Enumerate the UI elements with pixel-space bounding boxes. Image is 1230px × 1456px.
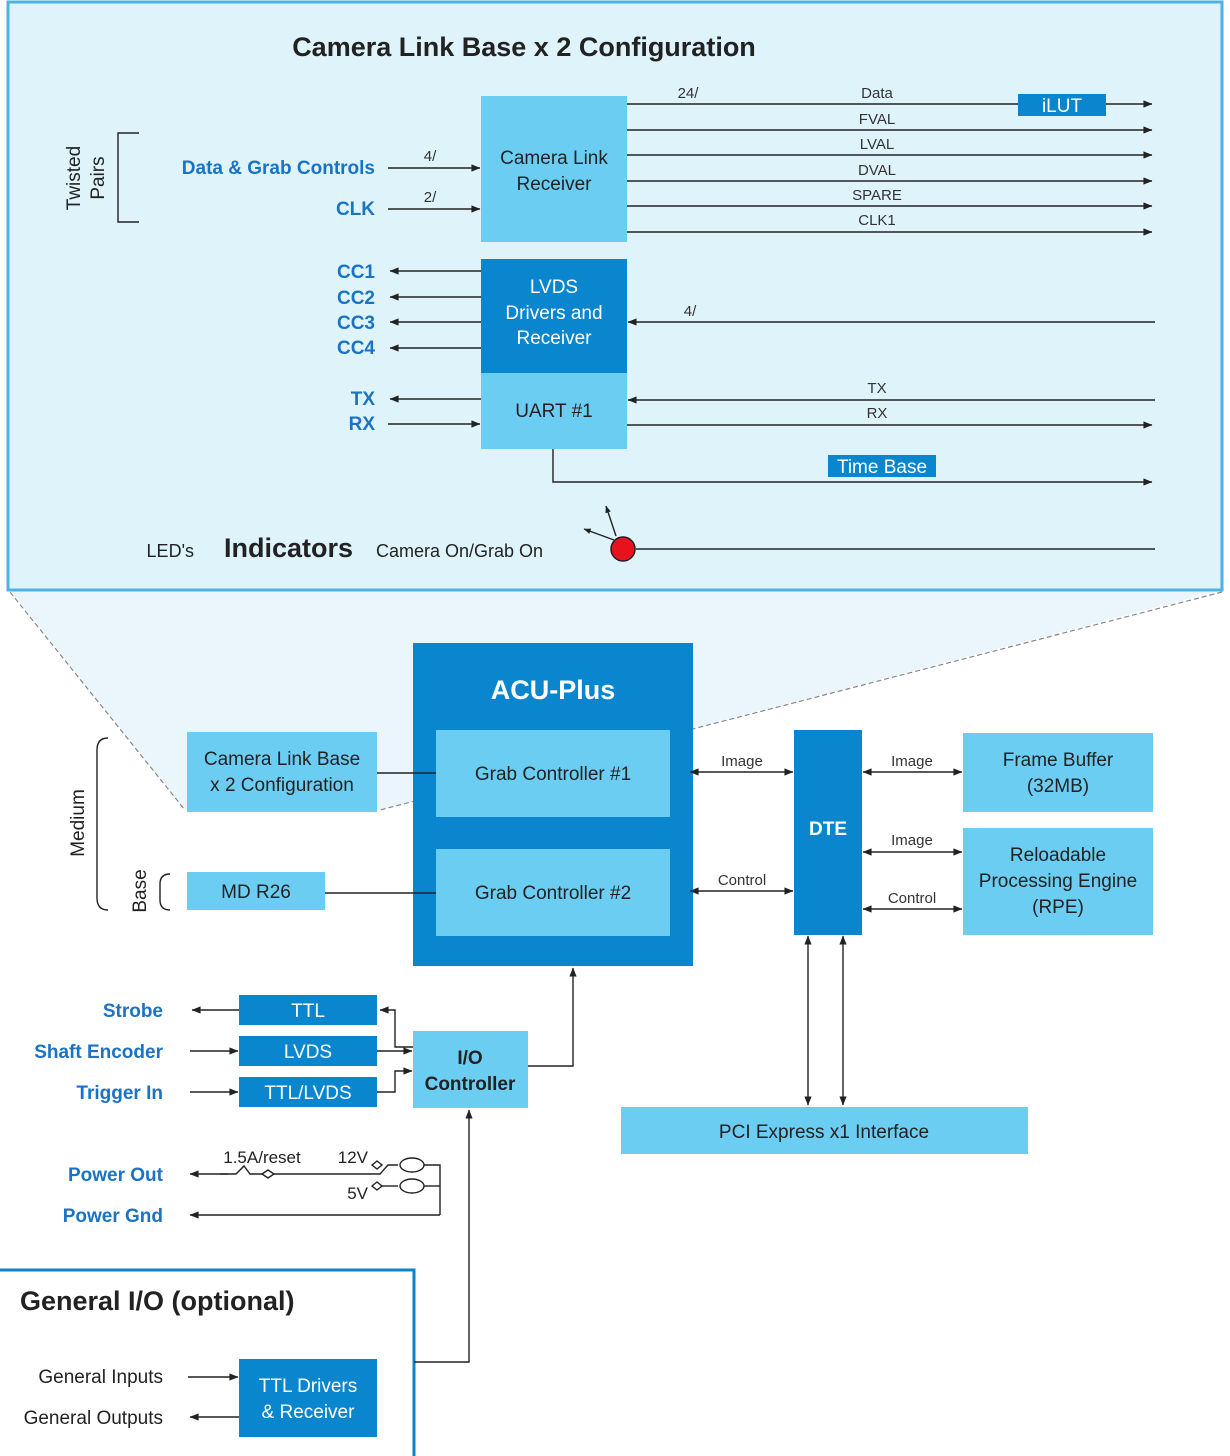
lvds-label: LVDS (284, 1042, 332, 1063)
cc1-label: CC1 (337, 262, 375, 283)
general-inputs-label: General Inputs (38, 1367, 163, 1388)
top-panel-title: Camera Link Base x 2 Configuration (292, 32, 756, 62)
data-grab-controls-label: Data & Grab Controls (182, 158, 375, 179)
ttl-drivers-line-2: & Receiver (262, 1402, 356, 1423)
time-base-box (828, 455, 936, 477)
pci-express-box (621, 1107, 1028, 1154)
v12-label: 12V (338, 1148, 369, 1167)
frame-buffer-line-2: (32MB) (1027, 776, 1089, 797)
clk-label: CLK (336, 199, 375, 220)
leds-label: LED's (147, 541, 194, 561)
ttl-drivers-box (239, 1359, 377, 1437)
io-controller-box (413, 1031, 528, 1108)
bus-width-cc-in: 4/ (684, 303, 697, 320)
general-io-title: General I/O (optional) (20, 1286, 295, 1316)
uart-box (481, 373, 627, 449)
output-dval: DVAL (858, 162, 896, 179)
bus-width-data-in: 4/ (424, 148, 437, 165)
indicators-sub-label: Camera On/Grab On (376, 541, 543, 561)
lvds-line-3: Receiver (517, 328, 593, 349)
lvds-box (239, 1036, 377, 1066)
indicators-label: Indicators (224, 533, 353, 563)
rpe-line-1: Reloadable (1010, 845, 1106, 866)
cc3-label: CC3 (337, 313, 375, 334)
grab-controller-2 (436, 849, 670, 936)
time-base-label: Time Base (837, 457, 927, 478)
v5-label: 5V (347, 1184, 368, 1203)
ttl-lvds-box (239, 1077, 377, 1107)
rx-bus-label: RX (867, 405, 888, 422)
tx-label: TX (351, 389, 376, 410)
rpe-box (963, 828, 1153, 935)
uart-label: UART #1 (515, 401, 592, 422)
io-controller-line-2: Controller (425, 1074, 516, 1095)
twisted-label: Twisted (64, 146, 85, 210)
output-clk1: CLK1 (858, 212, 896, 229)
output-lval: LVAL (860, 136, 894, 153)
frame-buffer-box (963, 733, 1153, 812)
ttl-drivers-line-1: TTL Drivers (259, 1376, 358, 1397)
strobe-label: Strobe (103, 1001, 163, 1022)
image-label-rpe: Image (891, 832, 933, 849)
shaft-encoder-label: Shaft Encoder (34, 1042, 163, 1063)
grab-controller-1 (436, 730, 670, 817)
output-data: Data (861, 85, 893, 102)
output-spare: SPARE (852, 187, 902, 204)
lvds-line-2: Drivers and (505, 303, 602, 324)
output-fval: FVAL (859, 111, 895, 128)
lvds-line-1: LVDS (530, 277, 578, 298)
cl-box-line-2: x 2 Configuration (210, 775, 354, 796)
control-label-rpe: Control (888, 890, 936, 907)
control-label-grab2: Control (718, 872, 766, 889)
rpe-line-2: Processing Engine (979, 871, 1137, 892)
grab-controller-1-label: Grab Controller #1 (475, 764, 631, 785)
power-gnd-label: Power Gnd (63, 1206, 163, 1227)
grab-controller-2-label: Grab Controller #2 (475, 883, 631, 904)
dte-label: DTE (809, 819, 847, 840)
ilut-label: iLUT (1042, 96, 1083, 117)
lvds-drivers-receiver (481, 259, 627, 373)
base-label: Base (130, 869, 151, 912)
rx-label: RX (349, 414, 376, 435)
general-outputs-label: General Outputs (24, 1408, 163, 1429)
camera-link-receiver (481, 96, 627, 242)
medium-label: Medium (68, 789, 89, 857)
acu-plus-title: ACU-Plus (491, 675, 616, 705)
trigger-in-label: Trigger In (76, 1083, 163, 1104)
image-label-grab1: Image (721, 753, 763, 770)
power-out-label: Power Out (68, 1165, 164, 1186)
led-indicator (610, 536, 636, 562)
receiver-line-2: Receiver (517, 174, 593, 195)
cc4-label: CC4 (337, 338, 375, 359)
rpe-line-3: (RPE) (1032, 897, 1084, 918)
ttl-lvds-label: TTL/LVDS (264, 1083, 351, 1104)
cl-box-line-1: Camera Link Base (204, 749, 360, 770)
io-controller-line-1: I/O (457, 1048, 482, 1069)
ttl-box (239, 995, 377, 1025)
tx-bus-label: TX (867, 380, 886, 397)
camera-link-config-box (187, 732, 377, 812)
bus-width-data-out: 24/ (678, 85, 700, 102)
pairs-label: Pairs (88, 156, 109, 199)
pci-express-label: PCI Express x1 Interface (719, 1122, 929, 1143)
md-r26-label: MD R26 (221, 882, 291, 903)
cc2-label: CC2 (337, 288, 375, 309)
ilut-box (1018, 94, 1106, 116)
fuse-label: 1.5A/reset (223, 1148, 301, 1167)
image-label-fb: Image (891, 753, 933, 770)
dte-block (794, 730, 862, 935)
receiver-line-1: Camera Link (500, 148, 608, 169)
ttl-label: TTL (291, 1001, 325, 1022)
bus-width-clk-in: 2/ (424, 189, 437, 206)
md-r26-box (187, 872, 325, 910)
frame-buffer-line-1: Frame Buffer (1003, 750, 1114, 771)
